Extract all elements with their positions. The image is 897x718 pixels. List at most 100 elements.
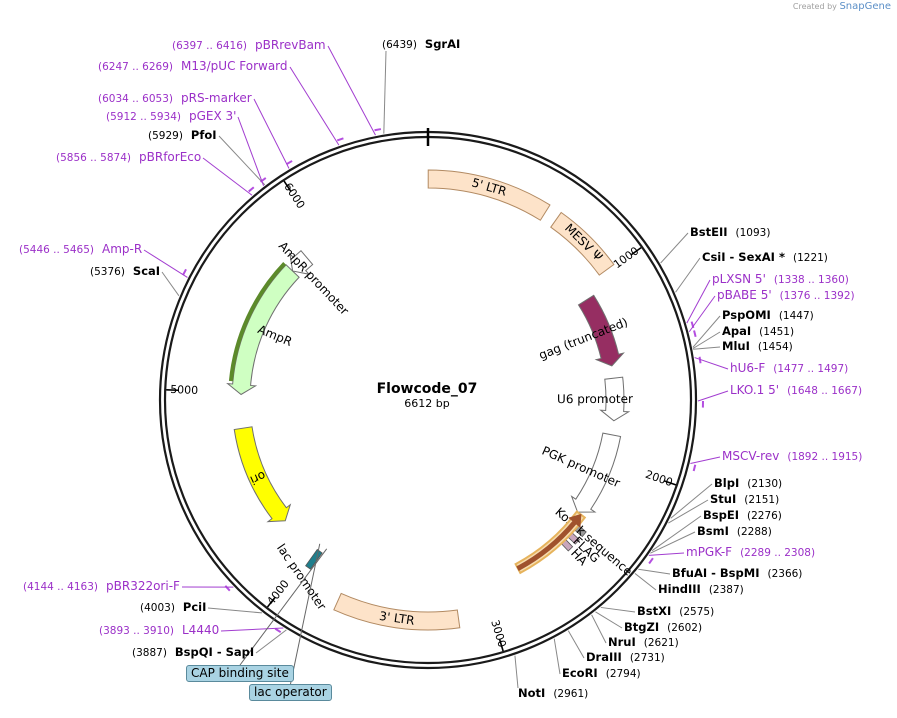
leader-line [634,573,657,591]
leader-line [255,629,287,654]
site-position: (2961) [553,688,589,700]
site-position: (1454) [757,341,793,353]
site-name: HindIII [658,582,701,596]
site-position: (6439) [382,39,417,51]
site-label: ApaI(1451) [722,324,794,338]
primer-label: (6034 .. 6053) pRS-marker [98,91,252,105]
feature-label: AmpR [256,322,294,349]
leader-line [660,232,689,264]
primer-label: pBABE 5' (1376 .. 1392) [717,288,855,302]
site-name: MluI [722,339,750,353]
primer-name: pRS-marker [181,91,252,105]
leader-line [237,116,265,187]
leader-line [690,456,721,465]
primer-name: pBRrevBam [255,38,326,52]
plasmid-name: Flowcode_07 [377,381,478,397]
primer-label: LKO.1 5'(1648 .. 1667) [730,383,862,397]
primer-range: (5912 .. 5934) [106,111,181,123]
primer-name: hU6-F [730,361,766,375]
site-label: BtgZI(2602) [624,620,702,634]
site-label: NruI(2621) [608,635,679,649]
feature-arrow [599,376,631,422]
leader-line [161,271,180,297]
leader-line [220,627,284,632]
feature-arrow [226,264,300,396]
leader-line [692,331,721,349]
leader-line [675,257,701,293]
site-label: DraIII(2731) [586,650,665,664]
site-label: NotI(2961) [518,686,588,700]
site-position: (3887) [132,647,167,659]
site-name: SgrAI [424,37,461,51]
leader-line [638,568,671,575]
leader-line [514,655,519,689]
leader-line [383,50,387,134]
primer-mark [374,128,382,132]
snapgene-logo: SnapGene [839,1,891,12]
site-position: (2387) [708,584,744,596]
primer-label: (5856 .. 5874)pBRforEco [56,150,201,164]
primer-range: (1376 .. 1392) [779,290,855,302]
site-position: (2151) [744,494,780,506]
primer-label: pLXSN 5'(1338 .. 1360) [712,272,849,286]
leader-line [290,543,321,685]
site-name: BlpI [714,476,740,490]
primer-name: pBABE 5' [717,288,772,302]
feature-label: U6 promoter [557,392,633,406]
feature-arrow [570,432,622,513]
primer-range: (5446 .. 5465) [19,244,94,256]
primer-mark [182,268,187,276]
leader-line [253,98,290,169]
site-position: (2731) [629,652,665,664]
primer-name: M13/pUC Forward [181,59,288,73]
leader-line [692,315,721,348]
leader-line [567,630,585,659]
leader-line [289,66,340,146]
leader-line [595,611,623,629]
site-position: (2575) [679,606,715,618]
leader-line [239,548,328,666]
tick-label: 4000 [264,577,291,607]
site-position: (2794) [605,668,641,680]
feature-arrow [516,513,582,571]
tick-mark [283,180,292,192]
leader-line [218,135,266,186]
leader-line [693,346,721,350]
site-position: (2288) [736,526,772,538]
feature-box [333,592,461,631]
primer-label: hU6-F (1477 .. 1497) [730,361,848,375]
site-position: (2276) [746,510,782,522]
primer-range: (1477 .. 1497) [773,363,849,375]
feature-arrow [289,250,314,276]
site-label: PspOMI(1447) [722,308,814,322]
primer-name: pBR322ori-F [106,579,180,593]
primer-mark [693,330,697,338]
site-name: BspQI - SapI [174,645,255,659]
site-label: EcoRI(2794) [562,666,641,680]
primer-range: (6034 .. 6053) [98,93,173,105]
primer-label: (6247 .. 6269)M13/pUC Forward [98,59,288,73]
site-name: PfoI [190,128,217,142]
site-name: StuI [710,492,737,506]
site-label: BstXI(2575) [637,604,714,618]
primer-range: (5856 .. 5874) [56,152,131,164]
leader-line [327,45,376,136]
leader-line [591,614,607,644]
tick-mark [498,639,504,652]
site-name: BstEII [690,225,728,239]
primer-mark [274,627,282,634]
feature-box [550,211,615,276]
leader-line [697,390,729,402]
backbone-circle [158,128,698,670]
site-position: (5929) [148,130,183,142]
primer-name: MSCV-rev [722,449,780,463]
leader-line [688,295,716,333]
primer-label: (5912 .. 5934)pGEX 3' [106,109,236,123]
leader-line [668,499,709,524]
primer-name: mPGK-F [686,545,733,559]
feature-arrow [577,294,625,367]
leader-line [600,606,636,613]
leader-line [670,483,713,519]
leader-line [648,552,685,556]
site-position: (2130) [747,478,783,490]
